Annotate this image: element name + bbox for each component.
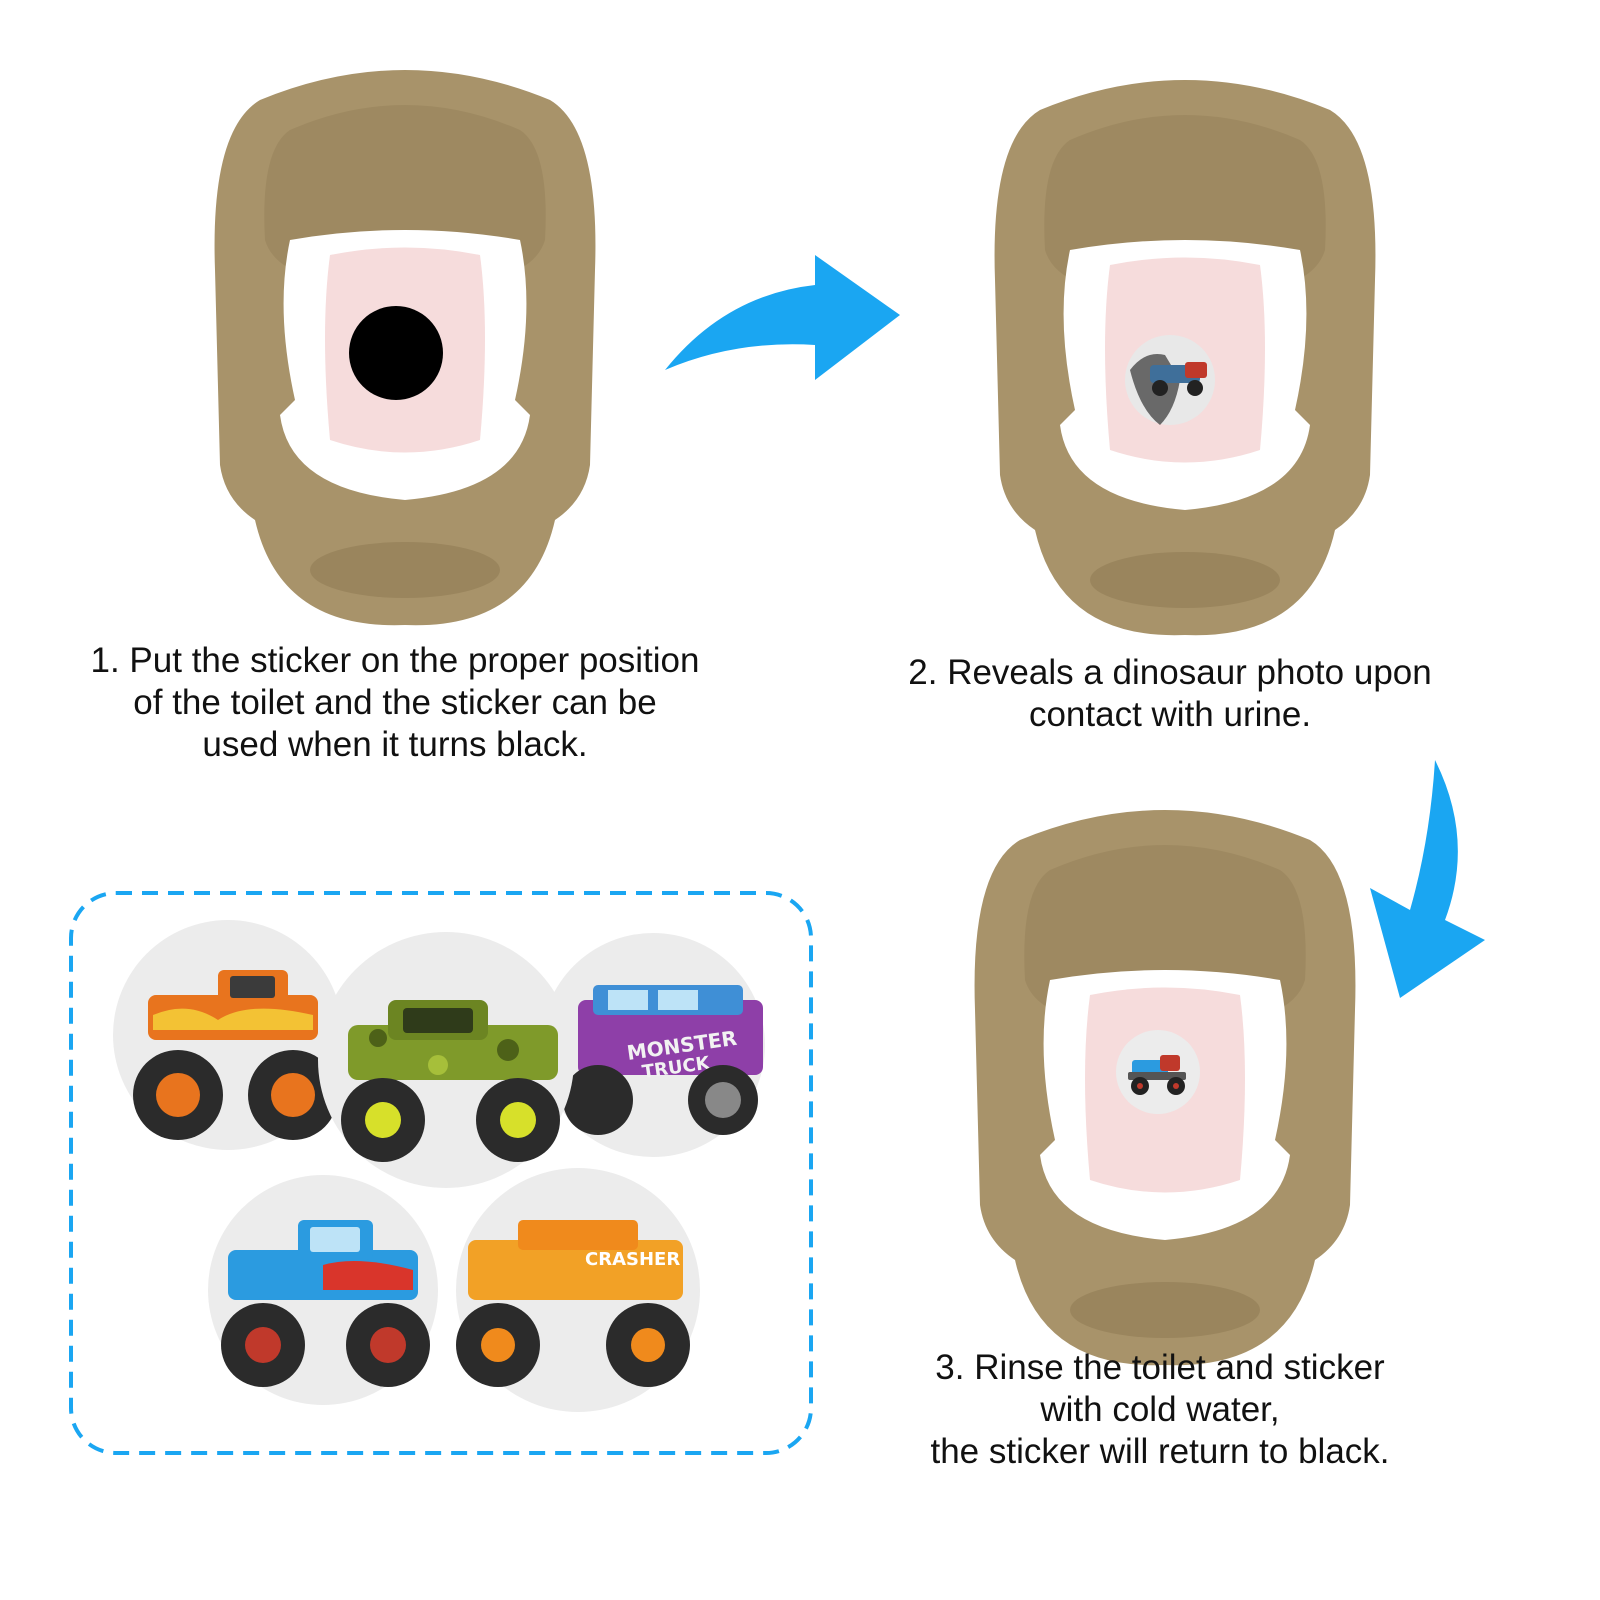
sticker-blue-truck [208,1175,438,1405]
step-1-line-2: of the toilet and the sticker can be [133,683,657,722]
step-1-line-3: used when it turns black. [202,725,588,764]
sticker-monster-truck: MONSTER TRUCK [541,933,765,1157]
arrow-down-icon [1365,760,1495,1000]
sticker-orange-truck [113,920,343,1150]
step-3-caption: 3. Rinse the toilet and sticker with col… [880,1347,1440,1473]
step-3-line-1: 3. Rinse the toilet and sticker [935,1348,1385,1387]
svg-text:CRASHER: CRASHER [585,1249,680,1270]
step-2-line-1: 2. Reveals a dinosaur photo upon [908,653,1432,692]
sticker-samples-frame: MONSTER TRUCK [68,890,816,1458]
step-1-caption: 1. Put the sticker on the proper positio… [45,640,745,766]
potty-step-1 [200,70,610,630]
potty-step-2 [980,80,1390,640]
step-2-line-2: contact with urine. [1028,695,1312,734]
potty-step-3 [960,810,1370,1370]
black-sticker [349,306,443,400]
sticker-camo-truck [318,932,574,1188]
step-3-line-3: the sticker will return to black. [930,1432,1390,1471]
arrow-right-icon [665,250,905,390]
step-3-line-2: with cold water, [1040,1390,1280,1429]
step-1-line-1: 1. Put the sticker on the proper positio… [90,641,700,680]
sticker-crasher-truck: CRASHER [456,1168,700,1412]
step-2-caption: 2. Reveals a dinosaur photo upon contact… [860,652,1480,736]
